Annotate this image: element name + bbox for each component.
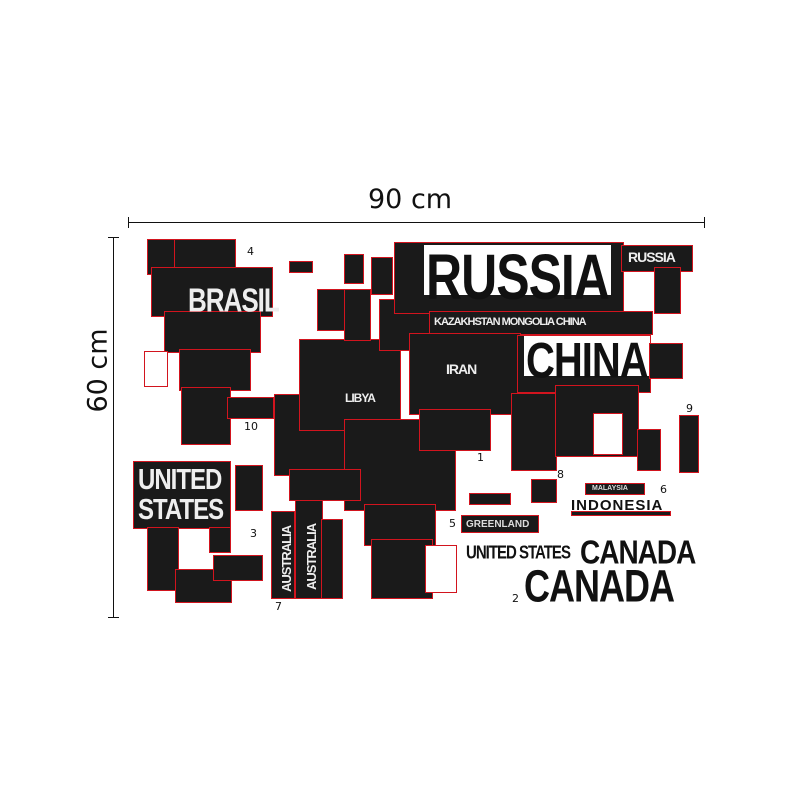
word-russia-small: RUSSIA (628, 249, 676, 265)
sticker-piece-australia (271, 511, 295, 599)
word-states: STATES (138, 495, 224, 524)
word-libya: LIBYA (345, 391, 376, 405)
sticker-piece-europe (371, 257, 393, 295)
piece-number-1: 1 (477, 451, 484, 464)
width-dimension-tick-left (128, 217, 129, 228)
word-indonesia: INDONESIA (571, 498, 663, 513)
word-australia-2: AUSTRALIA (304, 523, 319, 590)
piece-number-4: 4 (247, 245, 254, 258)
sticker-piece-africa (289, 469, 361, 501)
sticker-piece-greenland (461, 515, 539, 533)
sticker-piece-fragment (144, 351, 168, 387)
sticker-piece-us-fragment (209, 527, 231, 553)
sticker-piece-fragment-8 (531, 479, 557, 503)
word-australia-1: AUSTRALIA (279, 525, 294, 592)
word-australia-2-text: AUSTRALIA (304, 523, 319, 590)
word-china-text: CHINA (526, 333, 649, 389)
word-china: CHINA (524, 336, 650, 386)
height-dimension-label: 60 cm (82, 328, 114, 413)
sticker-piece-africa (371, 539, 433, 599)
sticker-piece-australia (295, 499, 323, 599)
height-dimension-tick-top (108, 237, 119, 238)
sticker-piece-south-america (181, 387, 231, 445)
piece-number-3: 3 (250, 527, 257, 540)
word-united-text: UNITED (138, 463, 222, 496)
sticker-piece-asia (649, 343, 683, 379)
piece-number-5: 5 (449, 517, 456, 530)
word-canada-big: CANADA (524, 563, 675, 608)
sticker-piece-southeast-asia (637, 429, 661, 471)
sticker-piece-south-america (164, 311, 261, 353)
word-malaysia: MALAYSIA (592, 485, 628, 492)
sticker-piece-europe (317, 289, 345, 331)
word-greenland-text: GREENLAND (466, 519, 530, 530)
word-russia-small-text: RUSSIA (628, 249, 676, 265)
word-canada-big-text: CANADA (524, 560, 675, 612)
sticker-piece-us-fragment (213, 555, 263, 581)
word-kazakhstan-row: KAZAKHSTAN MONGOLIA CHINA (434, 316, 587, 328)
word-brasil-text: BRASIL (188, 280, 280, 320)
width-dimension-label: 90 cm (368, 184, 453, 215)
piece-number-2: 2 (512, 592, 519, 605)
word-canada-row: CANADA (580, 535, 696, 569)
word-united: UNITED (138, 465, 222, 494)
width-dimension-line (128, 222, 705, 223)
height-dimension-tick-bottom (108, 617, 119, 618)
sticker-piece-south-america (174, 239, 236, 271)
word-australia-1-text: AUSTRALIA (279, 525, 294, 592)
word-canada-row-text: CANADA (580, 533, 696, 571)
width-dimension-tick-right (704, 217, 705, 228)
sticker-piece-south-america (151, 267, 273, 317)
sticker-piece-europe (289, 261, 313, 273)
sticker-piece-malaysia (585, 483, 645, 495)
sticker-piece-south-asia (511, 393, 557, 471)
sticker-piece-south-america (179, 349, 251, 391)
sticker-piece-africa-blank (425, 545, 457, 593)
word-malaysia-text: MALAYSIA (592, 485, 628, 492)
sticker-piece-europe (344, 289, 371, 341)
sticker-piece-europe (344, 254, 364, 284)
sticker-piece-us-fragment (147, 527, 179, 591)
sticker-piece-sa-fragment (227, 397, 274, 419)
sticker-piece-united-states (133, 461, 231, 529)
sticker-piece-us-fragment (235, 465, 263, 511)
word-libya-text: LIBYA (345, 391, 376, 405)
sticker-piece-australia (321, 519, 343, 599)
word-greenland: GREENLAND (466, 519, 529, 530)
word-iran: IRAN (446, 361, 477, 377)
word-russia-big: RUSSIA (424, 245, 611, 309)
word-russia-big-text: RUSSIA (426, 241, 610, 313)
word-united-states-row-text: UNITED STATES (466, 542, 571, 564)
piece-number-10: 10 (244, 420, 258, 433)
word-kazakhstan-row-text: KAZAKHSTAN MONGOLIA CHINA (434, 316, 587, 328)
sticker-piece-africa (299, 339, 401, 431)
piece-number-6: 6 (660, 483, 667, 496)
sticker-piece-blank (593, 413, 623, 455)
sticker-piece-9 (679, 415, 699, 473)
word-states-text: STATES (138, 493, 224, 526)
sticker-piece-south-asia (419, 409, 491, 451)
piece-number-7: 7 (275, 600, 282, 613)
word-indonesia-text: INDONESIA (571, 497, 664, 514)
word-brasil: BRASIL (188, 283, 280, 317)
sticker-piece-russia (621, 245, 693, 272)
sticker-piece-central-asia (429, 311, 653, 335)
piece-number-8: 8 (557, 468, 564, 481)
sticker-piece-africa (364, 504, 436, 546)
height-dimension-line (113, 237, 114, 618)
sticker-piece-asia (409, 333, 521, 415)
sticker-piece-russia (654, 267, 681, 314)
word-united-states-row: UNITED STATES (466, 542, 571, 564)
piece-number-9: 9 (686, 402, 693, 415)
sticker-piece-indonesia-line (571, 511, 671, 516)
word-iran-text: IRAN (446, 361, 477, 377)
sticker-piece-greenland-top (469, 493, 511, 505)
